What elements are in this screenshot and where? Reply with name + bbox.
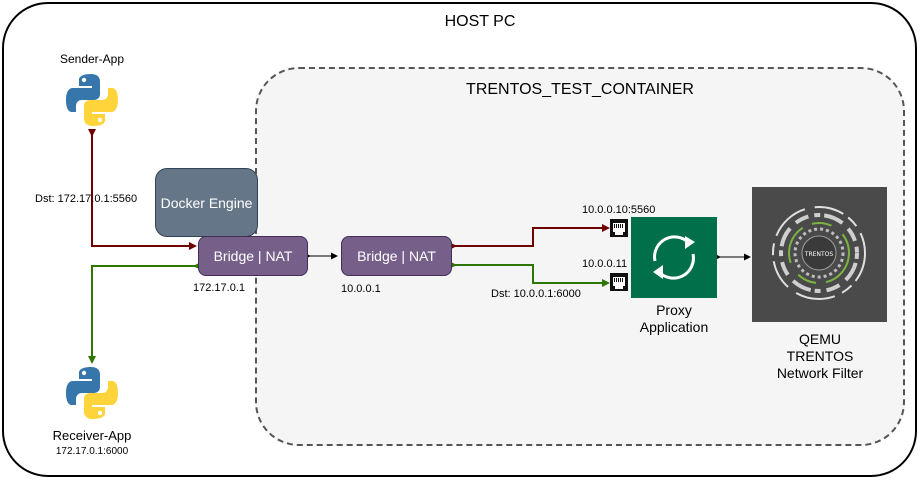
receiver-address: 172.17.0.1:6000 [55, 446, 129, 457]
proxy-label-line1: Proxy [656, 302, 692, 318]
host-bridge-ip: 172.17.0.1 [193, 282, 245, 294]
proxy-label-line2: Application [639, 319, 709, 335]
port-top-link [449, 224, 610, 250]
ethernet-port-icon [610, 219, 628, 237]
port-top-address: 10.0.0.10:5560 [582, 204, 656, 216]
trentos-logo-icon: TRENTOS [772, 206, 866, 300]
host-bridge-nat: Bridge | NAT [198, 236, 308, 276]
container-bridge-nat: Bridge | NAT [341, 236, 452, 276]
qemu-label-line1: QEMU [799, 331, 841, 347]
sender-app-title: Sender-App [59, 52, 125, 66]
logo-text: TRENTOS [804, 251, 834, 258]
container-title: TRENTOS_TEST_CONTAINER [466, 81, 694, 98]
python-logo-icon [66, 367, 118, 419]
port-bottom-link [449, 261, 610, 287]
container-bridge-ip: 10.0.0.1 [341, 283, 381, 295]
qemu-label-line3: Network Filter [776, 365, 864, 381]
qemu-trentos-logo: TRENTOS [752, 187, 887, 322]
port-bottom-address: 10.0.0.11 [582, 258, 628, 270]
sender-link [88, 129, 197, 250]
host-pc-title: HOST PC [444, 13, 516, 30]
sync-icon [653, 235, 695, 280]
docker-engine-box: Docker Engine [155, 168, 258, 237]
receiver-link [88, 262, 201, 364]
proxy-application-box [631, 217, 717, 298]
port-destination: Dst: 10.0.0.1:6000 [491, 288, 581, 300]
qemu-label-line2: TRENTOS [786, 348, 854, 364]
sender-destination: Dst: 172.17.0.1:5560 [35, 193, 138, 205]
receiver-app-title: Receiver-App [52, 428, 132, 443]
ethernet-port-icon [610, 273, 628, 291]
python-logo-icon [66, 74, 118, 126]
